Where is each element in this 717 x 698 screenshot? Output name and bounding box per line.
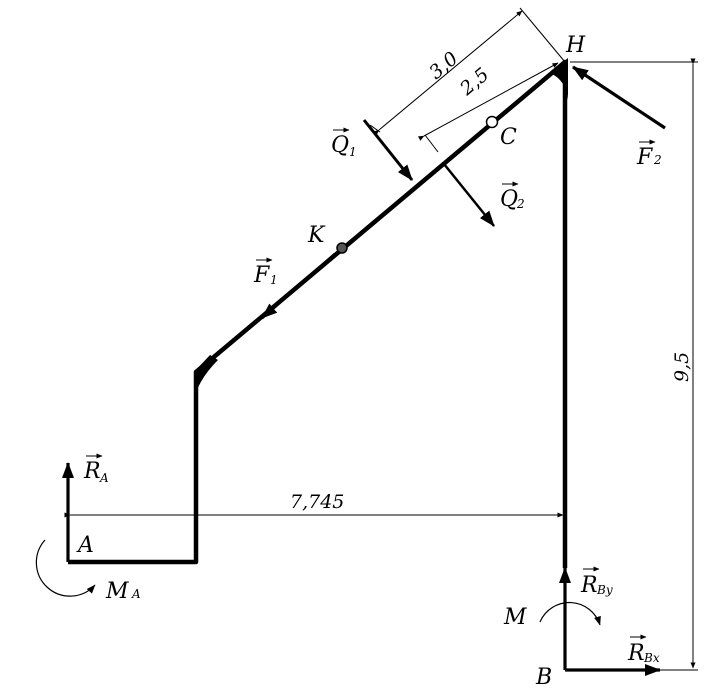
force-Q2-arrow (443, 163, 495, 227)
label-Q1-main: Q (331, 133, 349, 158)
labels: A B H C K R A M A F 1 F 2 Q (76, 33, 662, 690)
dimensions: 7,745 9,5 3,0 2,5 (64, 7, 698, 671)
dim-incline-ext-1 (519, 7, 566, 63)
label-Q1-sub: 1 (349, 145, 357, 159)
label-RBy-main: R (580, 573, 598, 598)
moment-M-arrow (539, 601, 601, 626)
dim-incline-short-line (417, 62, 559, 141)
label-MA-sub: A (131, 587, 141, 601)
label-F2-sub: 2 (653, 153, 662, 167)
label-RBy-sub: By (596, 583, 613, 597)
label-RA-main: R (83, 459, 101, 484)
label-point-H: H (565, 33, 586, 58)
dim-incline-short-ext (424, 134, 439, 153)
force-F2-arrow (572, 65, 666, 130)
label-F1-sub: 1 (270, 273, 278, 287)
dim-horizontal-value: 7,745 (290, 491, 344, 513)
dim-incline-short-value: 2,5 (455, 64, 493, 101)
label-F2-main: F (636, 145, 653, 170)
label-MA: M A (105, 579, 141, 604)
pin-C (485, 115, 499, 129)
label-point-K: K (307, 223, 326, 248)
moment-MA-arrow (35, 539, 96, 597)
label-point-B: B (535, 665, 552, 690)
force-Q1-arrow (362, 119, 414, 181)
label-M: M (503, 605, 527, 630)
dim-vertical-value: 9,5 (671, 352, 693, 382)
fillet-lower-bend (194, 355, 218, 400)
label-MA-main: M (105, 579, 129, 604)
label-Q2-main: Q (500, 187, 518, 212)
label-RA-sub: A (99, 471, 109, 485)
fillet-H (550, 58, 568, 100)
label-F1-main: F (253, 263, 270, 288)
label-RBx: R Bx (627, 634, 660, 666)
label-RA: R A (83, 453, 109, 485)
label-Q1: Q 1 (331, 127, 357, 159)
label-Q2: Q 2 (500, 181, 525, 212)
label-point-C: C (500, 125, 517, 150)
dim-incline-long-value: 3,0 (425, 48, 462, 84)
label-RBx-sub: Bx (643, 651, 660, 665)
label-point-A: A (76, 533, 94, 558)
label-RBx-main: R (627, 641, 645, 666)
label-RBy: R By (580, 566, 613, 598)
force-F1-arrow (261, 252, 336, 320)
joint-K (336, 242, 348, 254)
frame-structure (68, 58, 568, 670)
label-F1: F 1 (253, 257, 278, 288)
label-Q2-sub: 2 (516, 197, 525, 211)
label-F2: F 2 (636, 139, 662, 170)
forces (35, 65, 666, 676)
